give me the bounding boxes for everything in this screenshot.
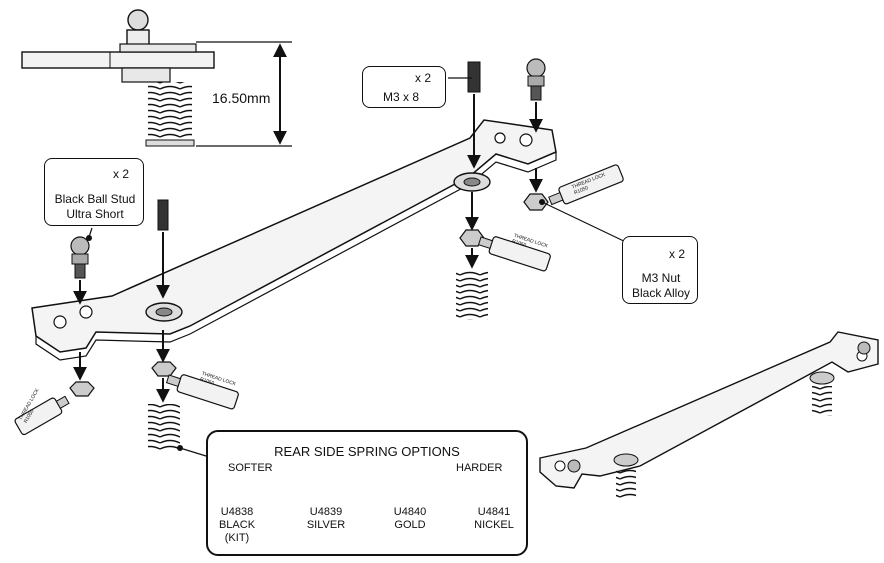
- screw-left: [156, 199, 170, 299]
- ball-stud-callout: x 2 Black Ball Stud Ultra Short: [44, 158, 144, 226]
- screw-qty: x 2: [415, 71, 432, 85]
- ball-stud-name: Black Ball Stud: [54, 192, 136, 206]
- thread-lock-tube-2: [165, 374, 239, 410]
- spring-option-2: U4840 GOLD: [393, 506, 427, 531]
- ball-stud-qty: x 2: [113, 167, 130, 181]
- spring-options-panel: REAR SIDE SPRING OPTIONS SOFTER HARDER U…: [206, 430, 528, 556]
- harder-label: HARDER: [456, 462, 503, 474]
- thread-lock-tube-4: [548, 164, 624, 206]
- softer-label: SOFTER: [228, 462, 273, 474]
- thread-lock-tube-1: [14, 395, 70, 436]
- spring-leader: [179, 447, 207, 457]
- thread-lock-tube-3: [477, 236, 551, 272]
- spring-options-title: REAR SIDE SPRING OPTIONS: [274, 444, 460, 459]
- nut-qty: x 2: [669, 247, 686, 261]
- assembled-view: [539, 331, 879, 498]
- spring-option-3: U4841 NICKEL: [474, 506, 514, 531]
- ball-stud-left: [70, 236, 90, 305]
- nut-right-bottom: [523, 168, 549, 211]
- nut-left: [69, 352, 95, 397]
- detail-plate: [21, 51, 215, 69]
- spring-left: [148, 330, 180, 450]
- ball-stud-desc: Ultra Short: [66, 207, 124, 221]
- nut-callout: x 2 M3 Nut Black Alloy: [622, 236, 698, 304]
- nut-name: M3 Nut: [641, 271, 681, 285]
- nut-leader: [541, 201, 631, 245]
- screw-name: M3 x 8: [383, 90, 420, 104]
- detail-spring: [148, 82, 192, 144]
- spring-right: [456, 192, 488, 320]
- nut-desc: Black Alloy: [631, 286, 691, 300]
- spring-option-0: U4838 BLACK (KIT): [218, 506, 256, 544]
- spring-option-1: U4839 SILVER: [306, 506, 346, 531]
- ball-stud-right: [526, 58, 546, 133]
- screw-right: [467, 61, 481, 169]
- dimension-label: 16.50mm: [212, 90, 271, 106]
- spring-height-detail: [21, 9, 292, 147]
- screw-callout: x 2 M3 x 8: [362, 66, 446, 108]
- detail-ball-stud: [127, 9, 149, 31]
